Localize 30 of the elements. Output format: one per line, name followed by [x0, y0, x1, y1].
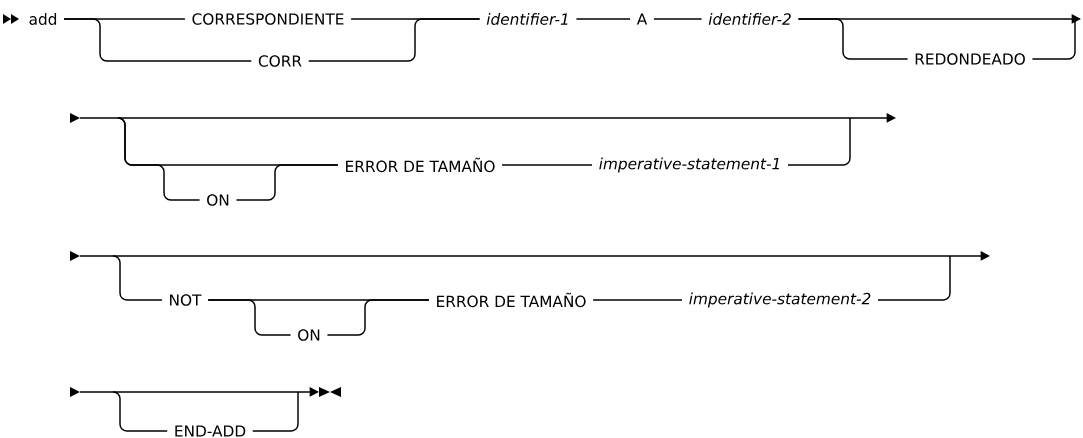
syntax-keyword: CORR	[258, 55, 302, 67]
syntax-variable: identifier-2	[708, 13, 791, 25]
syntax-keyword: END-ADD	[175, 425, 246, 437]
syntax-variable: imperative-statement-1	[599, 157, 779, 173]
track-line	[877, 255, 951, 301]
track-line	[797, 18, 909, 60]
track-line	[653, 18, 703, 20]
track-line	[1031, 18, 1076, 60]
syntax-keyword: ON	[207, 194, 229, 206]
track-line	[112, 391, 168, 432]
syntax-variable: imperative-statement-2	[689, 292, 871, 308]
track-line	[501, 164, 593, 166]
syntax-variable: identifier-1	[486, 13, 568, 25]
track-line	[307, 18, 481, 62]
syntax-keyword: ERROR DE TAMAÑO	[346, 157, 495, 173]
syntax-keyword: ERROR DE TAMAÑO	[437, 292, 586, 308]
syntax-keyword: A	[636, 13, 648, 25]
syntax-keyword: add	[29, 13, 57, 25]
track-line	[235, 164, 339, 201]
track-line	[592, 299, 683, 301]
syntax-keyword: CORRESPONDIENTE	[192, 13, 344, 25]
syntax-keyword: REDONDEADO	[915, 53, 1025, 65]
track-line	[112, 255, 163, 301]
track-line	[63, 18, 253, 62]
track-line	[575, 18, 631, 20]
track-line	[787, 117, 851, 166]
syntax-keyword: NOT	[170, 294, 202, 306]
track-line	[326, 299, 430, 336]
syntax-keyword: ON	[298, 329, 320, 341]
track-line	[252, 391, 299, 432]
